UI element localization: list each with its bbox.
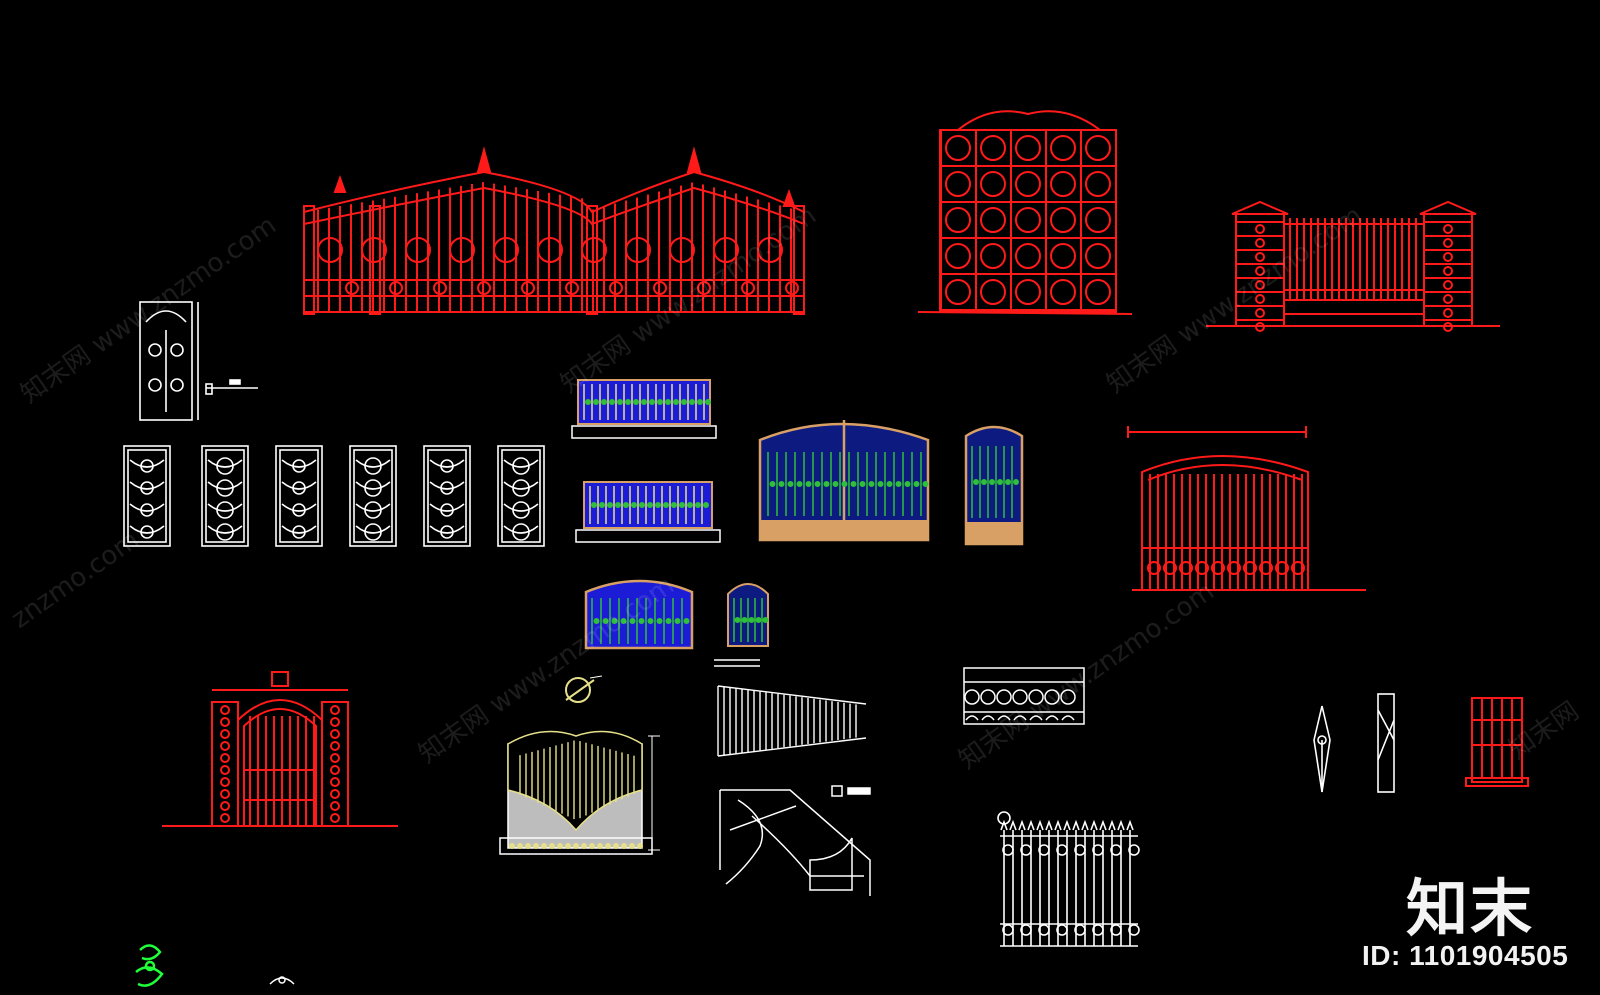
- asset-id-label: ID: 1101904505: [1362, 940, 1569, 971]
- small-arched-window[interactable]: [714, 583, 769, 667]
- blue-balustrade-top[interactable]: [571, 379, 717, 439]
- red-arched-door[interactable]: [162, 671, 398, 827]
- brand-logo: 知末: [1406, 872, 1535, 945]
- yellow-gate-detail[interactable]: [499, 730, 660, 855]
- red-fence-elevation[interactable]: [303, 146, 805, 315]
- red-window-grille[interactable]: [1465, 697, 1529, 787]
- white-tall-fence[interactable]: [997, 811, 1140, 947]
- small-tan-gate[interactable]: [584, 579, 694, 650]
- red-gate-with-pillars[interactable]: [1206, 200, 1500, 332]
- finial-ornament[interactable]: [565, 675, 603, 703]
- small-white-ornament[interactable]: [269, 976, 295, 985]
- red-arched-gate[interactable]: [1127, 426, 1366, 591]
- white-perspective-fence[interactable]: [717, 685, 867, 757]
- blue-balustrade-bottom[interactable]: [575, 481, 721, 543]
- white-panel-row[interactable]: [123, 445, 545, 547]
- white-curve-detail[interactable]: [719, 785, 871, 896]
- white-railing[interactable]: [963, 667, 1085, 725]
- white-door-panel[interactable]: [139, 301, 258, 421]
- tan-double-gate[interactable]: [758, 420, 930, 542]
- white-post-detail[interactable]: [1377, 693, 1395, 793]
- spear-finial[interactable]: [1313, 705, 1331, 793]
- red-lattice-screen[interactable]: [917, 110, 1133, 315]
- tan-single-gate[interactable]: [964, 425, 1024, 546]
- green-ornament[interactable]: [135, 944, 164, 987]
